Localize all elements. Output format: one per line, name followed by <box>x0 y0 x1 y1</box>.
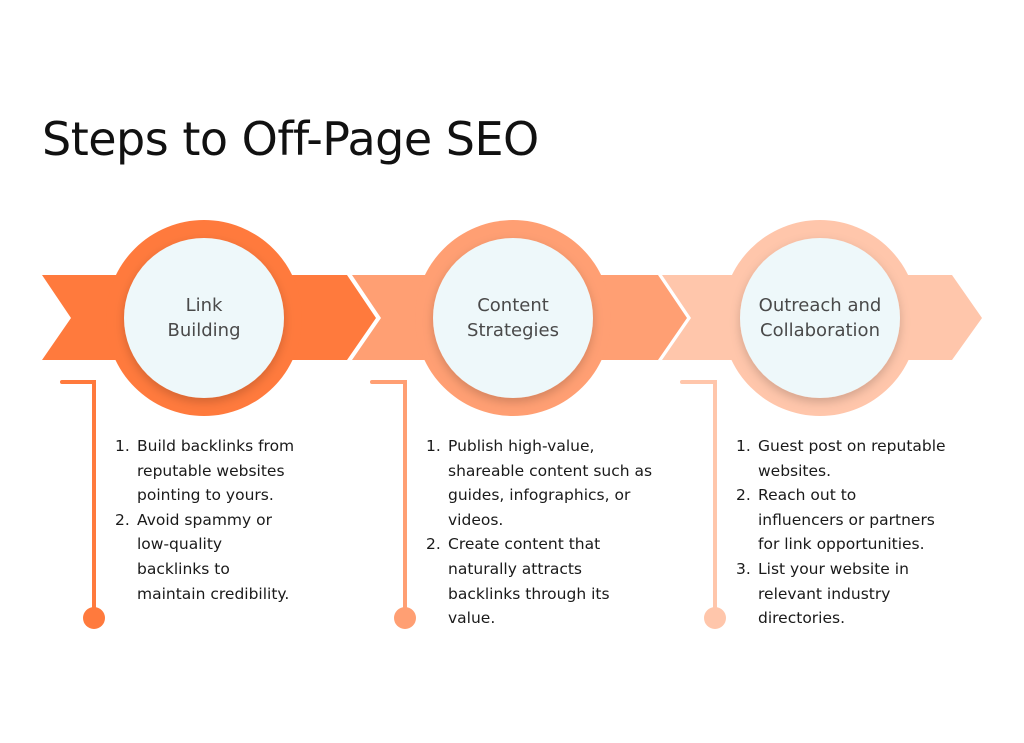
step-3-circle <box>740 238 900 398</box>
step-1-circle <box>124 238 284 398</box>
item-line: Avoid spammy or <box>137 510 272 529</box>
list-item: 1. Guest post on reputable websites. <box>736 434 996 483</box>
item-line: websites. <box>758 461 832 480</box>
step-1-connector <box>60 380 96 614</box>
step-2-title-line: Strategies <box>467 320 559 341</box>
list-item: 1. Build backlinks from reputable websit… <box>115 434 375 508</box>
item-line: Create content that <box>448 535 601 554</box>
step-1-dot <box>83 607 105 629</box>
step-1-list: 1. Build backlinks from reputable websit… <box>115 434 375 606</box>
item-line: guides, infographics, or <box>448 486 631 505</box>
item-line: Reach out to <box>758 486 857 505</box>
list-item: 1. Publish high-value, shareable content… <box>426 434 686 532</box>
item-line: shareable content such as <box>448 461 653 480</box>
step-2-graphic <box>352 220 687 629</box>
item-number: 1. <box>115 437 130 455</box>
item-line: backlinks to <box>137 559 230 578</box>
step-3-title: Outreach and Collaboration <box>735 293 905 343</box>
list-item: 2. Avoid spammy or low-quality backlinks… <box>115 508 375 606</box>
item-number: 2. <box>426 535 441 554</box>
item-number: 2. <box>115 510 130 529</box>
item-line: for link opportunities. <box>758 535 925 554</box>
item-line: directories. <box>758 609 846 628</box>
step-1-title: Link Building <box>119 293 289 343</box>
step-3-graphic <box>662 220 982 629</box>
list-item: 2. Create content that naturally attract… <box>426 532 686 630</box>
step-2-circle <box>433 238 593 398</box>
step-3-list: 1. Guest post on reputable websites. 2. … <box>736 434 996 631</box>
item-line: value. <box>448 609 496 628</box>
item-line: videos. <box>448 510 504 529</box>
item-line: Guest post on reputable <box>758 437 946 455</box>
step-2-list: 1. Publish high-value, shareable content… <box>426 434 686 631</box>
step-2-title-line: Content <box>477 295 549 316</box>
list-item: 2. Reach out to influencers or partners … <box>736 483 996 557</box>
item-line: low-quality <box>137 535 223 554</box>
item-number: 2. <box>736 486 751 505</box>
step-3-dot <box>704 607 726 629</box>
step-1-graphic <box>42 220 376 629</box>
step-3-connector <box>680 380 717 614</box>
item-line: maintain credibility. <box>137 584 290 603</box>
item-number: 1. <box>426 437 441 455</box>
step-1-title-line: Link <box>185 295 223 316</box>
step-3-title-line: Outreach and <box>758 295 882 316</box>
item-line: pointing to yours. <box>137 486 274 505</box>
page-title: Steps to Off-Page SEO <box>42 112 539 166</box>
item-line: Build backlinks from <box>137 437 295 455</box>
item-line: influencers or partners <box>758 510 935 529</box>
item-number: 1. <box>736 437 751 455</box>
item-line: backlinks through its <box>448 584 610 603</box>
step-3-title-line: Collaboration <box>760 320 880 341</box>
step-2-title: Content Strategies <box>428 293 598 343</box>
step-2-connector <box>370 380 407 614</box>
list-item: 3. List your website in relevant industr… <box>736 557 996 631</box>
item-line: reputable websites <box>137 461 285 480</box>
item-line: relevant industry <box>758 584 891 603</box>
step-2-dot <box>394 607 416 629</box>
step-1-title-line: Building <box>167 320 241 341</box>
item-line: naturally attracts <box>448 559 583 578</box>
item-line: Publish high-value, <box>448 437 595 455</box>
item-number: 3. <box>736 559 751 578</box>
item-line: List your website in <box>758 559 909 578</box>
